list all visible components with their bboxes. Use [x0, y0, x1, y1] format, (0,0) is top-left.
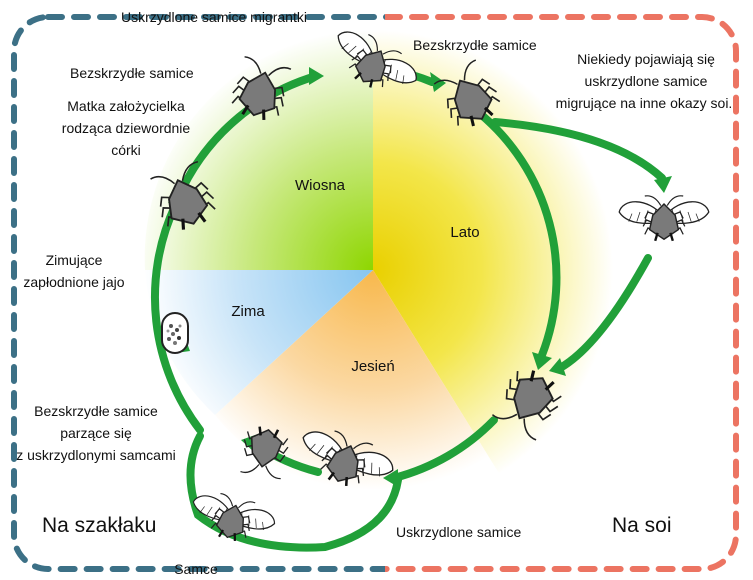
label-egg-line1: Zimujące: [46, 252, 103, 268]
egg-icon: [162, 313, 188, 353]
label-founder-line2: rodząca dziewordnie: [62, 120, 191, 136]
season-winter: Zima: [231, 303, 265, 320]
label-egg-line2: zapłodnione jajo: [23, 274, 124, 290]
label-mating-line2: parzące się: [60, 425, 132, 441]
season-summer: Lato: [450, 224, 479, 241]
season-wheel: [145, 30, 616, 501]
label-occasional-line2: uskrzydlone samice: [585, 73, 708, 89]
label-winged-females: Uskrzydlone samice: [396, 524, 521, 540]
label-mating-line1: Bezskrzydłe samice: [34, 403, 158, 419]
label-males: Samce: [174, 561, 218, 577]
label-occasional-line3: migrujące na inne okazy soi.: [556, 95, 733, 111]
overwintering-egg: [162, 313, 188, 353]
label-wingless-top-right: Bezskrzydłe samice: [413, 37, 537, 53]
label-founder-line1: Matka założycielka: [67, 98, 185, 114]
season-autumn: Jesień: [351, 358, 394, 375]
label-mating-line3: z uskrzydlonymi samcami: [16, 447, 175, 463]
label-occasional-line1: Niekiedy pojawiają się: [577, 51, 715, 67]
label-winged-migrants: Uskrzydlone samice migrantki: [121, 9, 307, 25]
region-shrub-label: Na szakłaku: [42, 514, 156, 537]
label-wingless-top-left: Bezskrzydłe samice: [70, 65, 194, 81]
region-soy-label: Na soi: [612, 514, 672, 537]
season-spring: Wiosna: [295, 177, 346, 194]
label-founder-line3: córki: [111, 142, 141, 158]
aphid-winged-soy-migrant: [619, 196, 709, 241]
